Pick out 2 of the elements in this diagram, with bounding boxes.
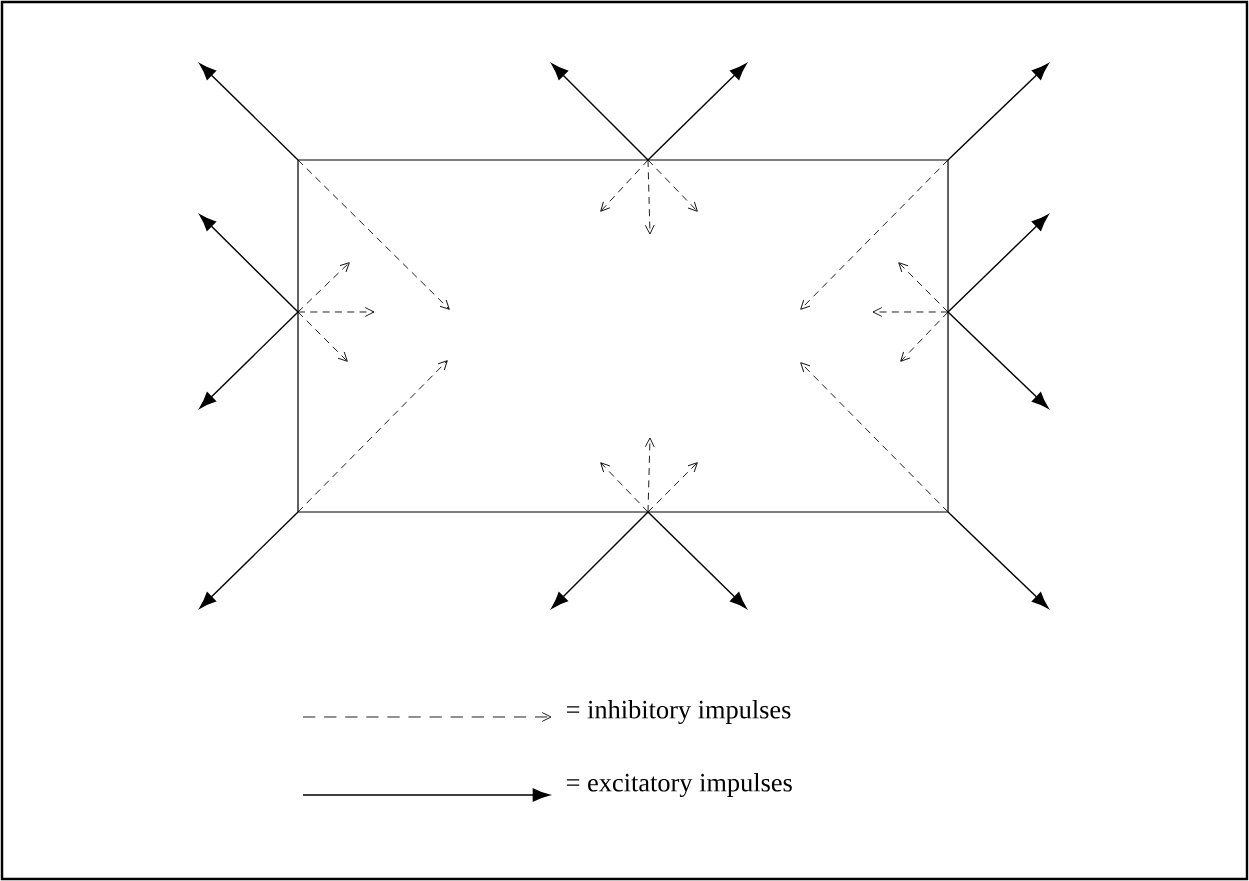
legend-text: = excitatory impulses xyxy=(566,773,792,797)
legend-text: = inhibitory impulses xyxy=(566,700,791,724)
